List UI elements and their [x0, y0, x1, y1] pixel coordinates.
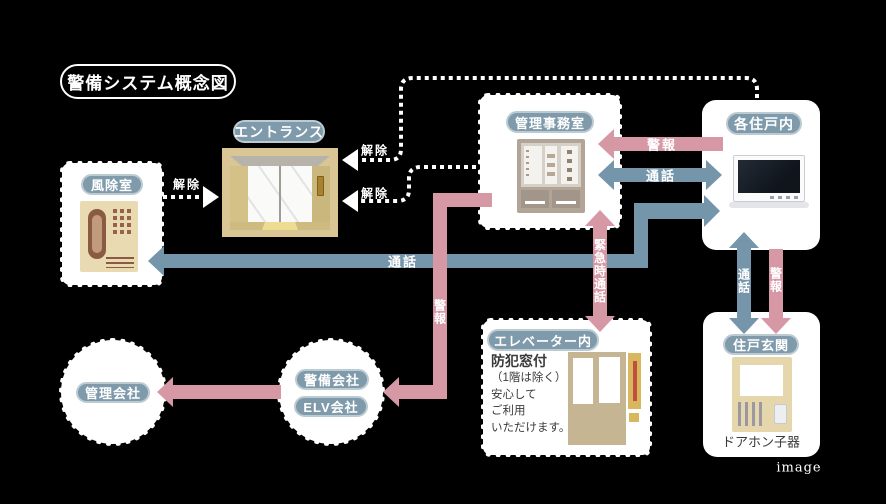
intercom-handset-inner — [92, 215, 102, 253]
arrow-call-dwelling-entrance — [729, 232, 759, 334]
cabinet-drawer-right — [552, 190, 580, 208]
monitor-buttons — [770, 196, 798, 199]
entrance-right-wall — [312, 166, 330, 222]
arrow-call-main-line — [148, 195, 720, 276]
arrow-alarm-dwelling-to-office — [598, 129, 723, 159]
node-security-company — [277, 338, 385, 446]
edge-label-alarm-entrance: 警報 — [768, 267, 783, 293]
edge-label-release-lower: 解除 — [360, 186, 390, 201]
intercom-speaker-lines — [106, 257, 134, 268]
cabinet-panel-right — [561, 146, 578, 184]
elevator-door-illustration — [568, 352, 626, 445]
page-title: 警備システム概念図 — [60, 64, 236, 99]
elevator-note-line: いただけます。 — [491, 421, 571, 434]
intercom-handset — [88, 209, 106, 259]
edge-label-emergency-call: 緊急時通話 — [592, 238, 607, 304]
elevator-call-button — [629, 413, 639, 422]
dotted-arrowhead-upper — [342, 149, 358, 171]
elevator-note-title: 防犯窓付 — [491, 353, 547, 369]
arrow-alarm-dwelling-entrance — [761, 249, 791, 334]
dotted-arrowhead-windbreak — [203, 186, 219, 208]
dotted-arrowhead-lower — [342, 190, 358, 212]
edge-label-call-main: 通話 — [387, 254, 419, 270]
elevator-window-left — [573, 358, 593, 404]
entrance-floor-mat — [262, 222, 298, 230]
arrow-emergency-call — [585, 210, 615, 332]
edge-label-call-entrance: 通話 — [736, 268, 751, 294]
cabinet-upper-panel — [521, 143, 581, 187]
entrance-glass-doors — [248, 166, 312, 222]
cabinet-panel-middle — [545, 146, 557, 184]
doorphone-camera-window — [740, 365, 783, 396]
arrow-alarm-to-security-company — [383, 193, 492, 407]
entrance-left-wall — [230, 166, 248, 222]
label-entrance: エントランス — [233, 120, 325, 143]
entrance-door-handle — [317, 176, 324, 196]
elevator-indicator — [628, 353, 641, 409]
label-windbreak-room: 風除室 — [81, 174, 143, 195]
entrance-glass-right — [281, 166, 312, 222]
entrance-glass-left — [248, 166, 279, 222]
image-watermark: image — [776, 460, 822, 476]
label-elevator: エレベーター内 — [487, 329, 599, 351]
control-cabinet-illustration — [517, 139, 585, 213]
monitor-base — [729, 202, 809, 208]
entrance-door-illustration — [222, 148, 338, 237]
entrance-ceiling — [230, 156, 330, 166]
elevator-note-line: ご利用 — [491, 405, 526, 417]
intercom-keypad — [113, 209, 132, 235]
elevator-window-right — [599, 357, 620, 403]
monitor-screen — [738, 160, 800, 193]
edge-label-alarm-vertical: 警報 — [432, 299, 447, 325]
cabinet-drawer-handle — [525, 201, 545, 204]
arrow-call-office-dwelling — [598, 160, 722, 190]
elevator-indicator-bar — [633, 361, 637, 401]
doorphone-button — [774, 404, 787, 424]
entrance-floor — [230, 222, 330, 230]
edge-label-release-windbreak: 解除 — [172, 177, 202, 192]
intercom-illustration — [80, 201, 138, 272]
label-management-company: 管理会社 — [76, 382, 150, 403]
label-elv-company: ELV会社 — [294, 396, 368, 417]
label-management-office: 管理事務室 — [506, 111, 594, 133]
doorphone-speaker-grill — [738, 402, 766, 426]
cabinet-drawer-handle — [556, 201, 576, 204]
elevator-note-line: 安心して — [491, 388, 537, 401]
doorphone-illustration — [732, 357, 792, 432]
monitor-illustration — [733, 155, 805, 202]
dotted-release-from-dwelling — [359, 76, 759, 162]
edge-label-alarm-top: 警報 — [646, 137, 678, 153]
cabinet-panel-left — [524, 146, 542, 184]
label-each-dwelling: 各住戸内 — [726, 112, 802, 135]
label-dwelling-entrance: 住戸玄関 — [723, 334, 799, 355]
dotted-release-from-office — [359, 165, 484, 203]
elevator-note-line: （1階は除く） — [491, 372, 567, 384]
elevator-note: 防犯窓付 （1階は除く） 安心して ご利用 いただけます。 — [491, 353, 583, 436]
node-dwelling-entrance — [703, 312, 820, 457]
cabinet-drawer-left — [521, 190, 549, 208]
arrow-security-to-management-company — [157, 377, 281, 407]
label-security-company: 警備会社 — [295, 369, 369, 390]
edge-label-call-mid: 通話 — [645, 168, 677, 184]
doorphone-caption: ドアホン子器 — [721, 434, 801, 450]
edge-label-release-upper: 解除 — [360, 143, 390, 158]
